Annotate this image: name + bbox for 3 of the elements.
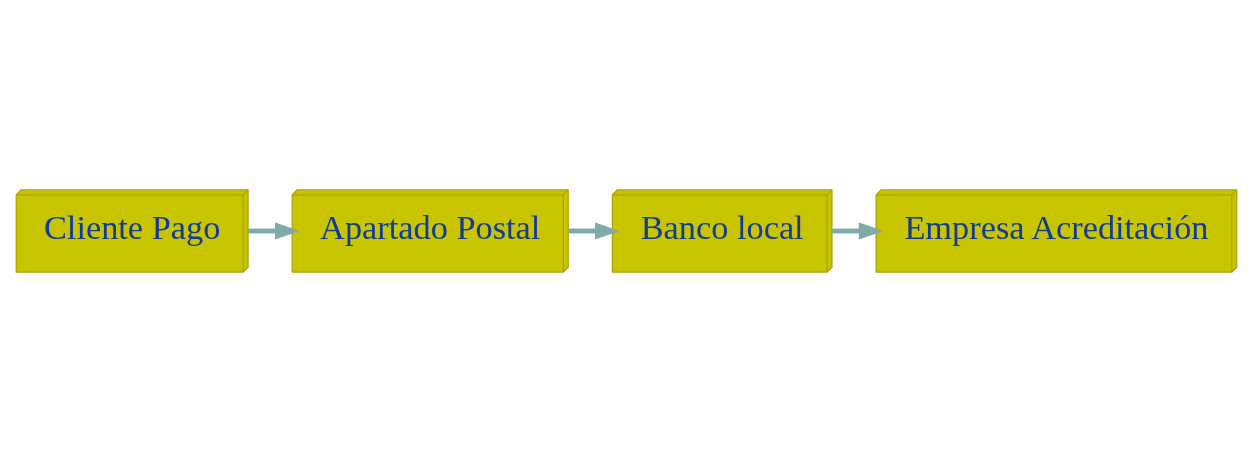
arrow (568, 222, 620, 240)
arrow (248, 222, 300, 240)
arrow (832, 222, 884, 240)
